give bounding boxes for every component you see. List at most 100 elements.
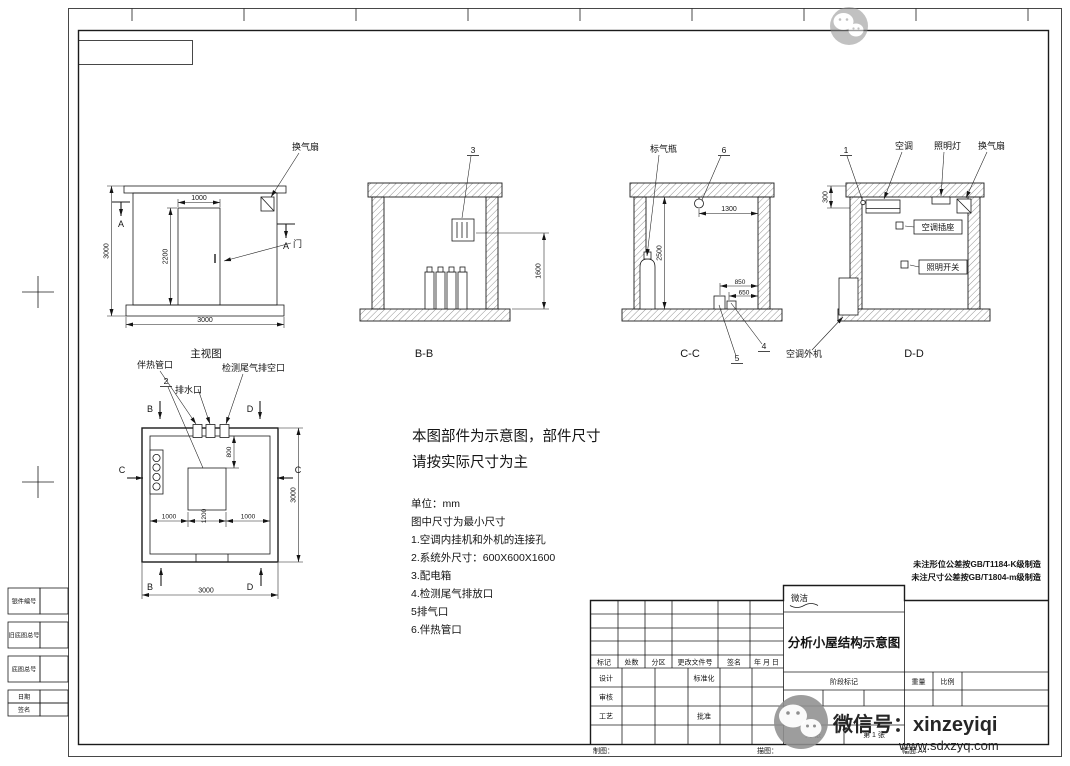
header-count: 处数: [625, 658, 639, 667]
ac-indoor-unit: [865, 199, 901, 214]
roof-port-3: [219, 424, 230, 438]
watermark-site: www.sdxzyq.com: [898, 738, 999, 753]
right-wall: [967, 196, 981, 310]
outdoor-unit: [838, 277, 859, 316]
system-cabinet: [187, 467, 227, 511]
switch-symbol: [900, 260, 909, 269]
heat-pipe-label: 伴热管口: [137, 359, 173, 370]
section-letter-a-left: A: [118, 219, 124, 229]
notes: 本图部件为示意图，部件尺寸 请按实际尺寸为主 单位：mm 图中尺寸为最小尺寸 1…: [411, 427, 601, 636]
callout-6: 6: [722, 145, 727, 155]
dim-door-height: 2200: [163, 249, 170, 265]
section-letter-d-top: D: [247, 404, 254, 414]
margin-label: 底图总号: [12, 666, 37, 674]
stage-mark-label: 阶段标记: [830, 677, 858, 686]
wechat-logo-icon: [774, 695, 828, 749]
dim-1600: 1600: [536, 263, 543, 279]
note-item: 3.配电箱: [411, 569, 451, 582]
paper-format: 幅面:A4: [902, 746, 927, 755]
note-item: 6.伴热管口: [411, 623, 462, 636]
front-view-caption: 主视图: [190, 347, 222, 360]
floor-slab: [621, 308, 783, 322]
top-slab: [629, 182, 775, 198]
section-letter-b-bottom: B: [147, 582, 153, 592]
vent-port: [726, 300, 737, 310]
trace-label: 描图：: [757, 746, 778, 755]
corner-box: [78, 40, 193, 65]
top-slab: [845, 182, 985, 198]
dim-plan-height: 3000: [291, 487, 298, 503]
floor-slab: [837, 308, 991, 322]
callout-3: 3: [471, 145, 476, 155]
plan-view: 伴热管口 检测尾气排空口 排水口 2 B D C C B D 800 1000 …: [119, 359, 303, 599]
callout-5: 5: [735, 353, 740, 363]
right-wall: [757, 196, 771, 310]
role-review: 审核: [599, 693, 613, 702]
section-cc: 标气瓶 6 1300 2500 850 650 4 5 C-C 空调外机: [621, 143, 844, 364]
watermark-bottom: 微信号：xinzeyiqi www.sdxzyq.com: [774, 695, 999, 753]
exhaust-label: 检测尾气排空口: [222, 362, 285, 373]
margin-label: 日期: [18, 693, 30, 701]
dim-1200: 1200: [201, 508, 208, 523]
ceiling-light: [931, 196, 951, 205]
dim-total-width: 3000: [197, 317, 213, 324]
dim-300: 300: [823, 191, 830, 203]
header-change-doc: 更改文件号: [678, 658, 713, 667]
watermark-wechat-id: 微信号：xinzeyiqi: [832, 712, 997, 736]
roof-slab: [123, 185, 287, 194]
bb-caption: B-B: [415, 348, 433, 360]
section-dd: 1 空调 照明灯 换气扇 300 空调插座 照明开关 D-D: [823, 140, 1006, 360]
base-slab: [125, 304, 285, 317]
header-signature: 签名: [727, 658, 741, 667]
registration-marks: [22, 276, 54, 498]
distribution-box: [451, 218, 475, 242]
note-headline-1: 本图部件为示意图，部件尺寸: [412, 427, 601, 445]
dd-caption: D-D: [904, 348, 924, 360]
section-bb: 3 1600 B-B: [359, 145, 549, 360]
fan-label: 换气扇: [978, 140, 1005, 151]
right-wall: [485, 196, 499, 310]
section-letter-d-bottom: D: [247, 582, 254, 592]
tolerance-note: 未注形位公差按GB/T1184-K级制造: [912, 559, 1042, 569]
equipment-cylinders: [424, 266, 468, 310]
connection-hole: [860, 199, 866, 206]
margin-label: 旧底图总号: [9, 632, 40, 640]
roof-port-2: [205, 424, 216, 438]
weight-label: 重量: [912, 678, 926, 686]
wechat-logo-top-icon: [830, 7, 868, 45]
role-approve: 批准: [697, 712, 711, 721]
dim-2500: 2500: [657, 245, 664, 261]
bottom-strip: 制图： 描图： 幅面:A4: [593, 746, 927, 755]
top-slab: [367, 182, 503, 198]
note-item: 2.系统外尺寸：600X600X1600: [411, 551, 555, 564]
door-label: 门: [293, 238, 302, 249]
heat-pipe-port: [694, 198, 704, 209]
front-view: 换气扇 A A 门 1000 2200 3000 3000 主视图: [104, 141, 320, 360]
switch-label: 照明开关: [927, 262, 960, 272]
fan-label: 换气扇: [292, 141, 319, 152]
cc-caption: C-C: [680, 348, 700, 360]
tolerance-notes: 未注形位公差按GB/T1184-K级制造 未注尺寸公差按GB/T1804-m级制…: [910, 559, 1041, 582]
socket-symbol: [895, 221, 904, 230]
tolerance-note: 未注尺寸公差按GB/T1804-m级制造: [910, 572, 1041, 582]
note-item: 5排气口: [411, 605, 448, 618]
socket-label: 空调插座: [922, 222, 955, 232]
dim-plan-width: 3000: [198, 588, 214, 595]
note-headline-2: 请按实际尺寸为主: [412, 454, 528, 471]
section-a-markers: A A: [112, 201, 295, 251]
section-letter-c-left: C: [119, 465, 126, 475]
left-wall: [371, 196, 385, 310]
section-letter-a-right: A: [283, 241, 289, 251]
draft-label: 制图：: [593, 746, 614, 755]
header-date: 年 月 日: [754, 658, 779, 667]
sheet-number: 第 1 张: [863, 730, 885, 739]
header-mark: 标记: [597, 658, 611, 667]
ac-label: 空调: [895, 140, 913, 151]
callout-1: 1: [844, 145, 849, 155]
gas-bottle-label: 标气瓶: [650, 143, 677, 154]
margin-label: 签名: [18, 706, 30, 714]
outdoor-unit-label: 空调外机: [786, 348, 822, 359]
dim-1300: 1300: [721, 206, 737, 213]
margin-table: 银件编号 旧底图总号 底图总号 日期 签名: [7, 587, 69, 717]
